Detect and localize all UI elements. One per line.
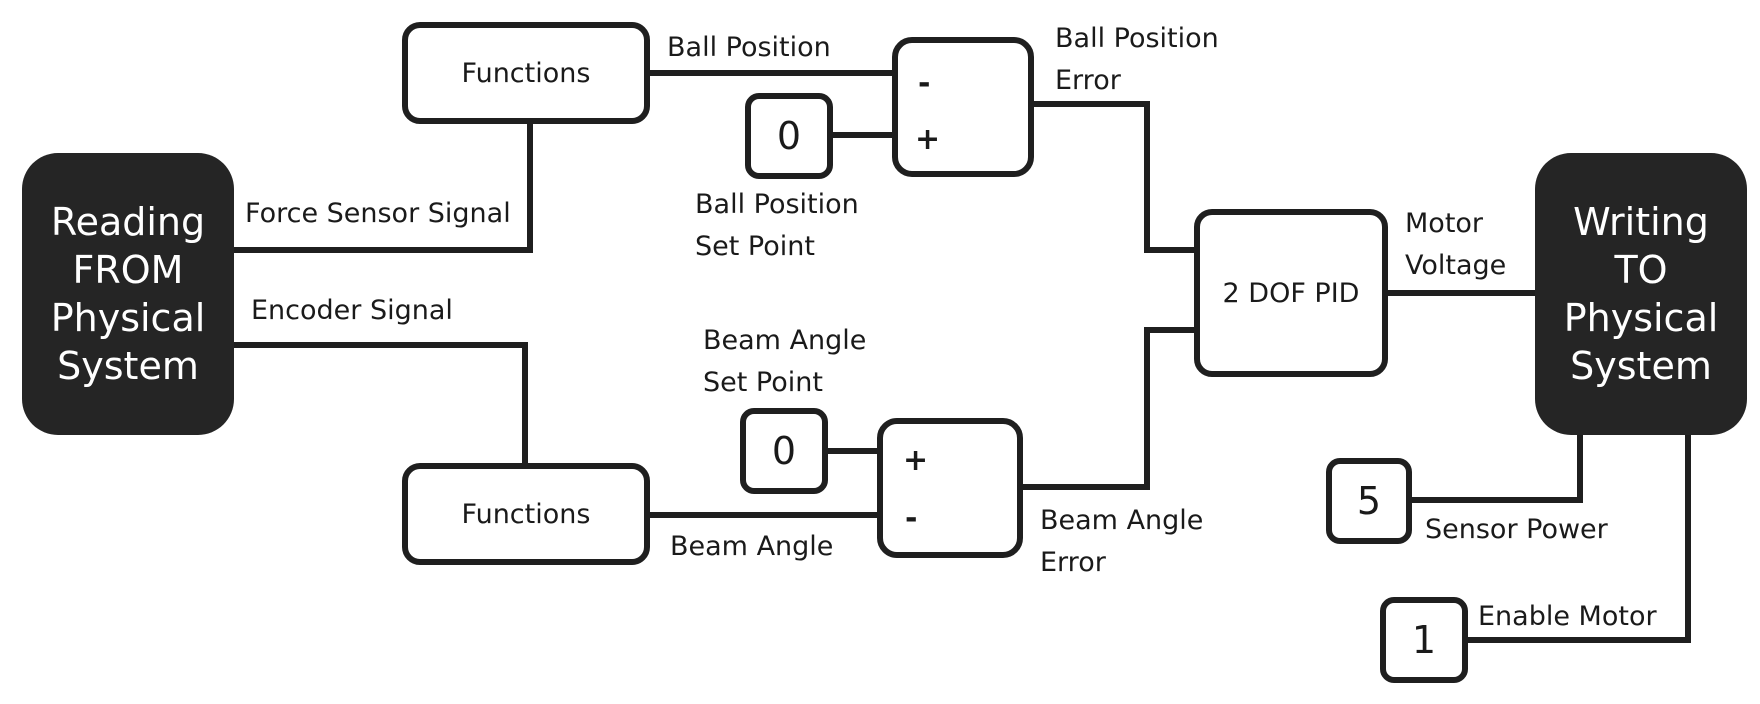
ball-position-set-point-label: Ball Position Set Point: [695, 189, 859, 262]
ball-sum-minus-sign: -: [918, 66, 931, 101]
motor-voltage-label: Motor Voltage: [1405, 208, 1507, 281]
encoder-signal-label: Encoder Signal: [251, 295, 453, 326]
force-sensor-signal-label: Force Sensor Signal: [245, 198, 511, 229]
beam-sum-minus-sign: -: [905, 501, 918, 536]
writing-to-physical-system-block: Writing TO Physical System: [1535, 153, 1747, 435]
sensor-power-constant: 5: [1326, 458, 1412, 544]
functions-bottom-label: Functions: [461, 498, 591, 530]
ball-position-summing-junction: - +: [892, 37, 1034, 177]
beam-angle-summing-junction: + -: [877, 418, 1023, 558]
enable-motor-constant: 1: [1380, 597, 1468, 683]
beam-angle-label: Beam Angle: [670, 531, 834, 562]
wire-beam-angle-error: [1017, 327, 1200, 490]
beam-angle-set-point-constant: 0: [740, 408, 828, 494]
beam-sum-plus-sign: +: [903, 443, 929, 478]
wire-ball-position-error: [1027, 101, 1200, 253]
ball-position-label: Ball Position: [667, 32, 831, 63]
enable-motor-label: Enable Motor: [1478, 601, 1657, 632]
functions-block-bottom: Functions: [402, 463, 650, 565]
ball-position-set-point-constant: 0: [745, 93, 833, 179]
reading-from-physical-system-block: Reading FROM Physical System: [22, 153, 234, 435]
sensor-power-label: Sensor Power: [1425, 514, 1608, 545]
wire-sensor-power: [1405, 429, 1583, 503]
pid-label: 2 DOF PID: [1222, 277, 1360, 309]
beam-angle-set-point-label: Beam Angle Set Point: [703, 325, 867, 398]
beam-angle-error-label: Beam Angle Error: [1040, 505, 1204, 578]
wire-enable-motor: [1462, 429, 1691, 643]
wire-force-sensor-signal: [227, 117, 533, 253]
ball-position-error-label: Ball Position Error: [1055, 23, 1219, 96]
pid-controller-block: 2 DOF PID: [1194, 209, 1388, 377]
functions-top-label: Functions: [461, 57, 591, 89]
functions-block-top: Functions: [402, 22, 650, 124]
wire-encoder-signal: [227, 342, 528, 468]
ball-sum-plus-sign: +: [915, 122, 941, 157]
